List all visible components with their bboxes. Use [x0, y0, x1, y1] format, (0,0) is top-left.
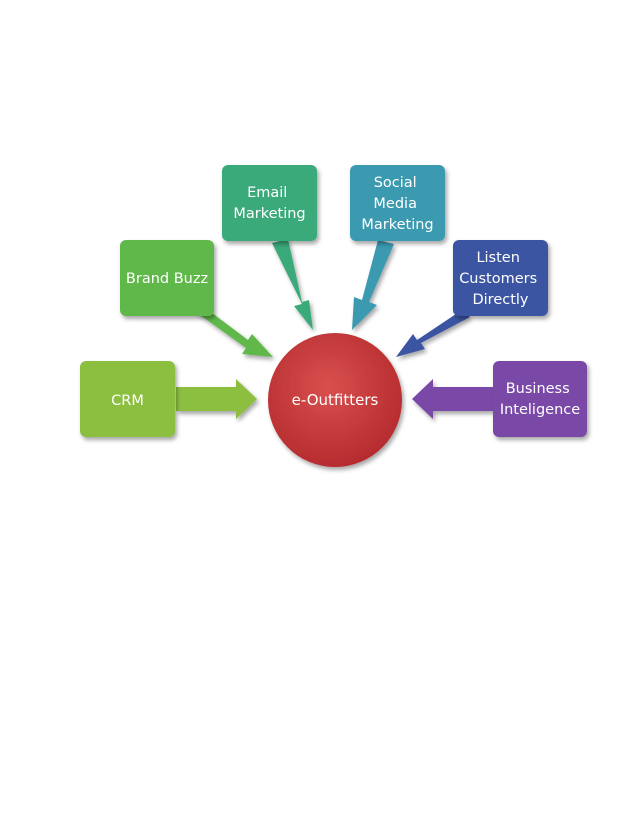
node-box — [453, 240, 548, 316]
node-listen-customers-directly: Listen Customers Directly — [453, 240, 548, 316]
node-label: Brand Buzz — [126, 271, 208, 287]
node-label: Email Marketing — [233, 185, 305, 222]
arrow-crm — [176, 379, 257, 419]
node-label-line: Inteligence — [500, 402, 580, 418]
node-social-media-marketing: Social Media Marketing — [350, 165, 445, 241]
hub-circle — [268, 333, 402, 467]
node-box — [120, 240, 214, 316]
node-box — [350, 165, 445, 241]
node-label: CRM — [111, 393, 144, 409]
arrow-listen-customers-directly — [396, 310, 470, 357]
node-label-line: Marketing — [233, 206, 305, 222]
arrow-business-inteligence — [412, 379, 493, 419]
node-label-line: Social — [374, 175, 417, 191]
node-label-line: Marketing — [361, 217, 433, 233]
node-label: Listen Customers Directly — [459, 250, 542, 308]
node-crm: CRM — [80, 361, 175, 437]
arrow-email-marketing — [272, 239, 313, 330]
node-label-line: Customers — [459, 271, 537, 287]
node-label-line: Business — [506, 381, 570, 397]
arrow-brand-buzz — [196, 304, 273, 357]
node-label: Business Inteligence — [500, 381, 580, 418]
node-label-line: Email — [247, 185, 287, 201]
node-box — [80, 361, 175, 437]
hub: e-Outfitters — [268, 333, 402, 467]
node-label-line: Listen — [476, 250, 519, 266]
node-label-line: Directly — [472, 292, 528, 308]
hub-label: e-Outfitters — [292, 391, 379, 409]
node-label-line: Media — [373, 196, 417, 212]
node-box — [222, 165, 317, 241]
node-label: Social Media Marketing — [361, 175, 433, 233]
node-email-marketing: Email Marketing — [222, 165, 317, 241]
node-business-inteligence: Business Inteligence — [493, 361, 587, 437]
node-box — [493, 361, 587, 437]
node-label-line: CRM — [111, 393, 144, 409]
arrow-social-media-marketing — [352, 240, 394, 330]
node-brand-buzz: Brand Buzz — [120, 240, 214, 316]
node-label-line: Brand Buzz — [126, 271, 208, 287]
